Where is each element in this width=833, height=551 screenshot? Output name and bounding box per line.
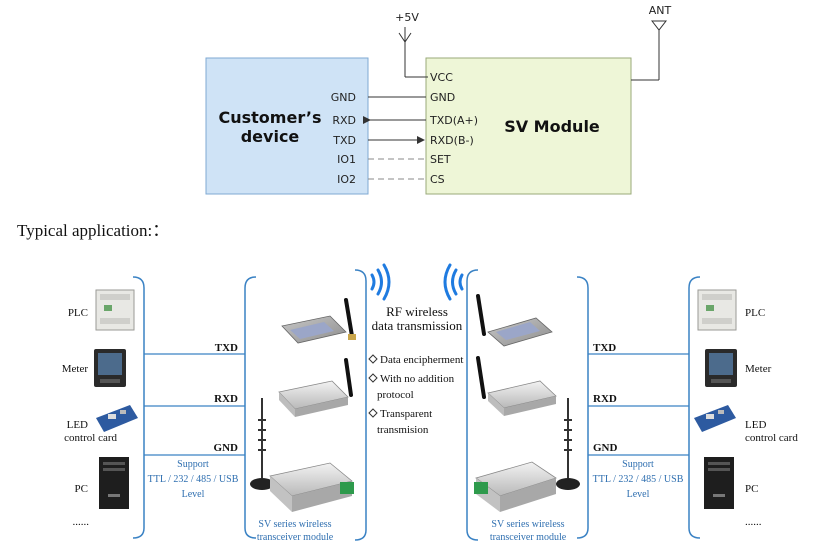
feature-text: Data encipherment (380, 354, 463, 366)
right-device-pc-label: PC (745, 483, 758, 495)
feature-text: protocol (377, 389, 414, 401)
left-device-bracket (132, 276, 145, 539)
diamond-bullet-icon (368, 408, 378, 418)
center-title-line2: data transmission (372, 318, 463, 333)
right-txd-label: TXD (593, 342, 616, 354)
left-gnd-label: GND (214, 442, 239, 454)
pc-tower-icon (99, 457, 129, 509)
right-module-caption-line2: transceiver module (490, 532, 567, 543)
aluminum-module-with-antenna-icon (250, 398, 354, 512)
enclosure-module-icon (476, 356, 557, 416)
pcb-module-icon (281, 298, 356, 344)
customer-pin-rxd: RXD (332, 114, 356, 127)
customer-title-line2: device (241, 127, 300, 146)
customer-title-line1: Customer’s (219, 108, 322, 127)
customer-device-box (205, 57, 369, 195)
power-label: +5V (395, 11, 419, 24)
feature-data-encipherment: Data encipherment (368, 354, 463, 366)
sv-module-box (425, 57, 632, 195)
left-module-caption-line2: transceiver module (257, 532, 334, 543)
left-device-led-label: LED (67, 419, 88, 431)
right-device-more-label: ...... (745, 516, 762, 528)
module-title: SV Module (504, 117, 600, 136)
left-rxd-label: RXD (214, 393, 238, 405)
right-support-line1: Support (622, 459, 654, 470)
customer-pin-io1: IO1 (337, 153, 356, 166)
right-device-plc-label: PLC (745, 307, 765, 319)
left-device-led-label2: control card (64, 432, 117, 444)
right-device-led-label2: control card (745, 432, 798, 444)
left-txd-label: TXD (215, 342, 238, 354)
right-module-bracket (576, 276, 589, 539)
left-support-line1: Support (177, 459, 209, 470)
module-pin-set: SET (430, 153, 451, 166)
right-device-meter-label: Meter (745, 363, 772, 375)
left-device-more-label: ...... (73, 516, 90, 528)
center-left-bracket (354, 269, 367, 541)
right-gnd-label: GND (593, 442, 618, 454)
meter-icon (705, 349, 737, 387)
customer-pin-gnd: GND (331, 91, 356, 104)
module-pin-gnd: GND (430, 91, 455, 104)
diamond-bullet-icon (368, 373, 378, 383)
aluminum-module-with-antenna-icon (474, 398, 580, 512)
right-rxd-label: RXD (593, 393, 617, 405)
feature-text: transmision (377, 424, 429, 436)
meter-icon (94, 349, 126, 387)
antenna-label: ANT (649, 4, 672, 17)
left-device-plc-label: PLC (68, 307, 88, 319)
led-control-card-icon (694, 405, 736, 432)
left-device-pc-label: PC (75, 483, 88, 495)
left-module-caption-line1: SV series wireless (258, 519, 331, 530)
led-control-card-icon (96, 405, 138, 432)
module-pin-vcc: VCC (430, 71, 453, 84)
left-support-line2: TTL / 232 / 485 / USB (148, 474, 239, 485)
right-support-line3: Level (627, 489, 650, 500)
plc-icon (697, 289, 737, 331)
right-device-bracket (688, 276, 701, 539)
feature-no-protocol: With no addition protocol (368, 373, 455, 401)
center-title-line1: RF wireless (386, 304, 448, 319)
wifi-signal-left-icon (443, 263, 464, 301)
module-pin-rxd: RXD(B-) (430, 134, 474, 147)
power-arrowhead (398, 32, 412, 43)
left-support-line3: Level (182, 489, 205, 500)
feature-transparent: Transparent transmision (368, 408, 432, 436)
typical-application-heading: Typical application:： (17, 221, 169, 240)
left-module-bracket (244, 276, 257, 539)
customer-pin-io2: IO2 (337, 173, 356, 186)
diamond-bullet-icon (368, 354, 378, 364)
left-device-meter-label: Meter (62, 363, 89, 375)
wifi-signal-right-icon (370, 263, 391, 301)
antenna-symbol (650, 20, 668, 31)
module-pin-txd: TXD(A+) (429, 114, 478, 127)
pc-tower-icon (704, 457, 734, 509)
right-support-line2: TTL / 232 / 485 / USB (593, 474, 684, 485)
center-right-bracket (466, 269, 479, 541)
module-pin-cs: CS (430, 173, 445, 186)
customer-pin-txd: TXD (332, 134, 356, 147)
feature-text: With no addition (380, 373, 455, 385)
plc-icon (95, 289, 135, 331)
feature-text: Transparent (380, 408, 432, 420)
right-device-led-label: LED (745, 419, 766, 431)
pcb-module-icon (476, 294, 553, 347)
right-module-caption-line1: SV series wireless (491, 519, 564, 530)
enclosure-module-icon (278, 358, 353, 417)
